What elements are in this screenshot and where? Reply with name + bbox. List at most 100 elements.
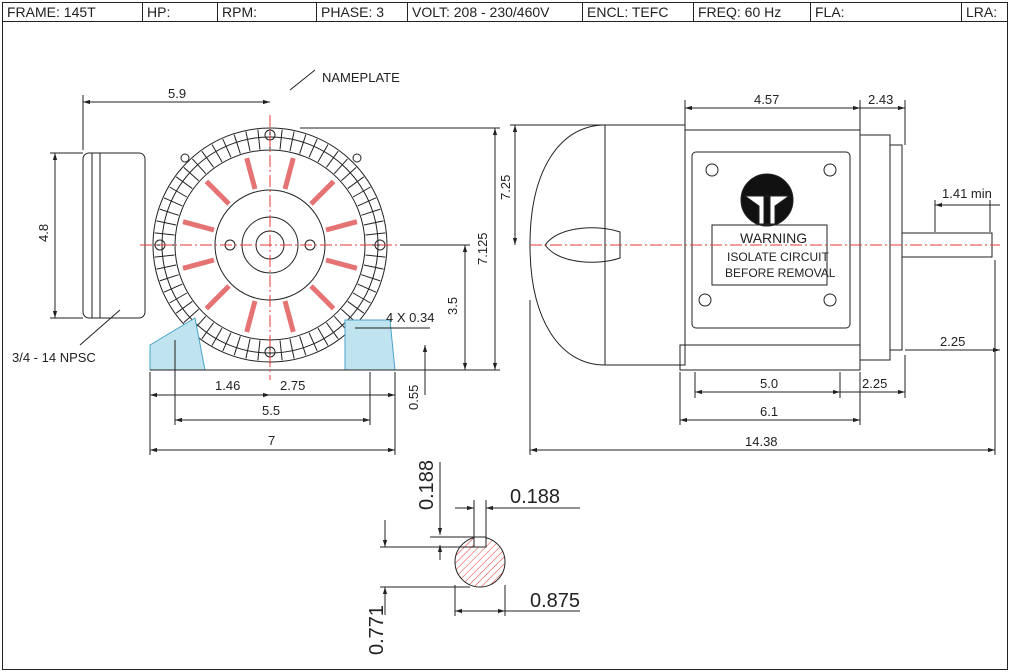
drawing-frame: [2, 21, 1008, 670]
lra-cell: LRA:: [966, 4, 998, 20]
dim-7-25: 7.25: [498, 175, 513, 200]
key-width-label: 0.188: [510, 486, 560, 508]
cooling-fin: [347, 176, 365, 189]
cooling-fin: [279, 129, 283, 150]
dim-5-9: 5.9: [168, 86, 186, 101]
cooling-fin: [156, 264, 177, 270]
end-bell-rib: [244, 300, 258, 333]
cooling-fin: [299, 336, 307, 356]
cooling-fins: [154, 129, 386, 361]
cooling-fin: [363, 264, 384, 270]
cooling-fin: [159, 208, 179, 216]
cooling-fin: [201, 150, 214, 168]
cooling-fin: [222, 138, 232, 158]
frame-cell: FRAME: 145T: [3, 3, 143, 21]
corner-screws: [698, 163, 837, 307]
dim-7: 7: [268, 433, 275, 448]
cooling-fin: [352, 186, 371, 198]
volt-cell: VOLT: 208 - 230/460V: [408, 3, 583, 21]
cooling-fin: [363, 220, 384, 226]
brand-logo: [740, 173, 794, 227]
cooling-fin: [211, 327, 223, 346]
cooling-fin: [245, 338, 251, 359]
dim-6-1: 6.1: [760, 404, 778, 419]
dim-2-43: 2.43: [868, 92, 893, 107]
cooling-fin: [279, 340, 283, 361]
cooling-fin: [257, 340, 261, 361]
cooling-fin: [154, 254, 175, 258]
keyway: [473, 536, 487, 548]
cooling-fin: [154, 232, 175, 236]
cooling-fin: [289, 338, 295, 359]
end-bell-ribs: [182, 157, 358, 333]
cooling-fin: [245, 131, 251, 152]
dim-4x0-34: 4 X 0.34: [386, 310, 434, 325]
cooling-fin: [326, 322, 339, 340]
fla-cell: FLA:: [811, 3, 962, 21]
end-bell-rib: [182, 219, 215, 233]
cooling-fin: [317, 327, 329, 346]
phase-cell: PHASE: 3: [317, 3, 408, 21]
side-view: [510, 100, 1000, 455]
cooling-fin: [365, 232, 386, 236]
base-foot: [679, 344, 861, 371]
end-bell-rib: [309, 284, 336, 311]
cooling-fin: [365, 254, 386, 258]
encl-cell: ENCL: TEFC: [583, 3, 694, 21]
rpm-cell: RPM:: [218, 3, 317, 21]
dim-2-25-shaft: 2.25: [940, 334, 965, 349]
cooling-fin: [183, 167, 199, 182]
dim-4-57: 4.57: [754, 92, 779, 107]
end-bell-rib: [282, 157, 296, 190]
end-bell-rib: [182, 257, 215, 271]
cooling-fin: [169, 186, 188, 198]
cooling-fin: [333, 158, 348, 174]
dim-7-125: 7.125: [475, 232, 490, 265]
freq-cell: FREQ: 60 Hz: [694, 3, 811, 21]
warning-title: WARNING: [740, 230, 807, 246]
cooling-fin: [233, 134, 241, 154]
cooling-fin: [357, 197, 377, 207]
conduit-box: [82, 152, 146, 319]
dim-4-8: 4.8: [36, 224, 51, 242]
cooling-fin: [347, 301, 365, 314]
cooling-fin: [299, 134, 307, 154]
body-panel: [691, 151, 851, 329]
dim-0-55: 0.55: [406, 385, 421, 410]
end-bell-rib: [325, 257, 358, 271]
dim-1-46: 1.46: [215, 378, 240, 393]
end-bell-rib: [244, 157, 258, 190]
conduit-thread-label: 3/4 - 14 NPSC: [12, 350, 96, 365]
warning-line-2: BEFORE REMOVAL: [725, 266, 836, 280]
shaft-depth-label: 0.771: [366, 605, 388, 655]
hp-cell: HP:: [143, 3, 218, 21]
dim-5-0: 5.0: [760, 376, 778, 391]
warning-label: [711, 224, 828, 286]
cooling-fin: [211, 144, 223, 163]
cooling-fin: [175, 301, 193, 314]
cooling-fin: [156, 220, 177, 226]
cooling-fin: [233, 336, 241, 356]
end-bell-rib: [204, 179, 231, 206]
warning-line-1: ISOLATE CIRCUIT: [727, 250, 829, 264]
end-bracket: [859, 134, 891, 361]
cooling-fin: [326, 150, 339, 168]
cooling-fin: [175, 176, 193, 189]
cooling-fin: [169, 292, 188, 304]
cooling-fin: [357, 283, 377, 293]
cooling-fin: [163, 197, 183, 207]
cooling-fin: [308, 332, 318, 352]
dim-1-41-min: 1.41 min: [942, 186, 992, 201]
dim-2-25-base: 2.25: [862, 376, 887, 391]
flange: [889, 144, 903, 351]
end-bell-rib: [204, 284, 231, 311]
shaft-diameter-label: 0.875: [530, 590, 580, 612]
dim-2-75: 2.75: [280, 378, 305, 393]
shaft-detail: [380, 462, 580, 616]
dim-14-38: 14.38: [745, 434, 778, 449]
nameplate-label: NAMEPLATE: [322, 70, 400, 85]
dim-5-5: 5.5: [262, 403, 280, 418]
end-bell-rib: [325, 219, 358, 233]
end-bell-rib: [309, 179, 336, 206]
conduit-flange: [91, 152, 101, 319]
